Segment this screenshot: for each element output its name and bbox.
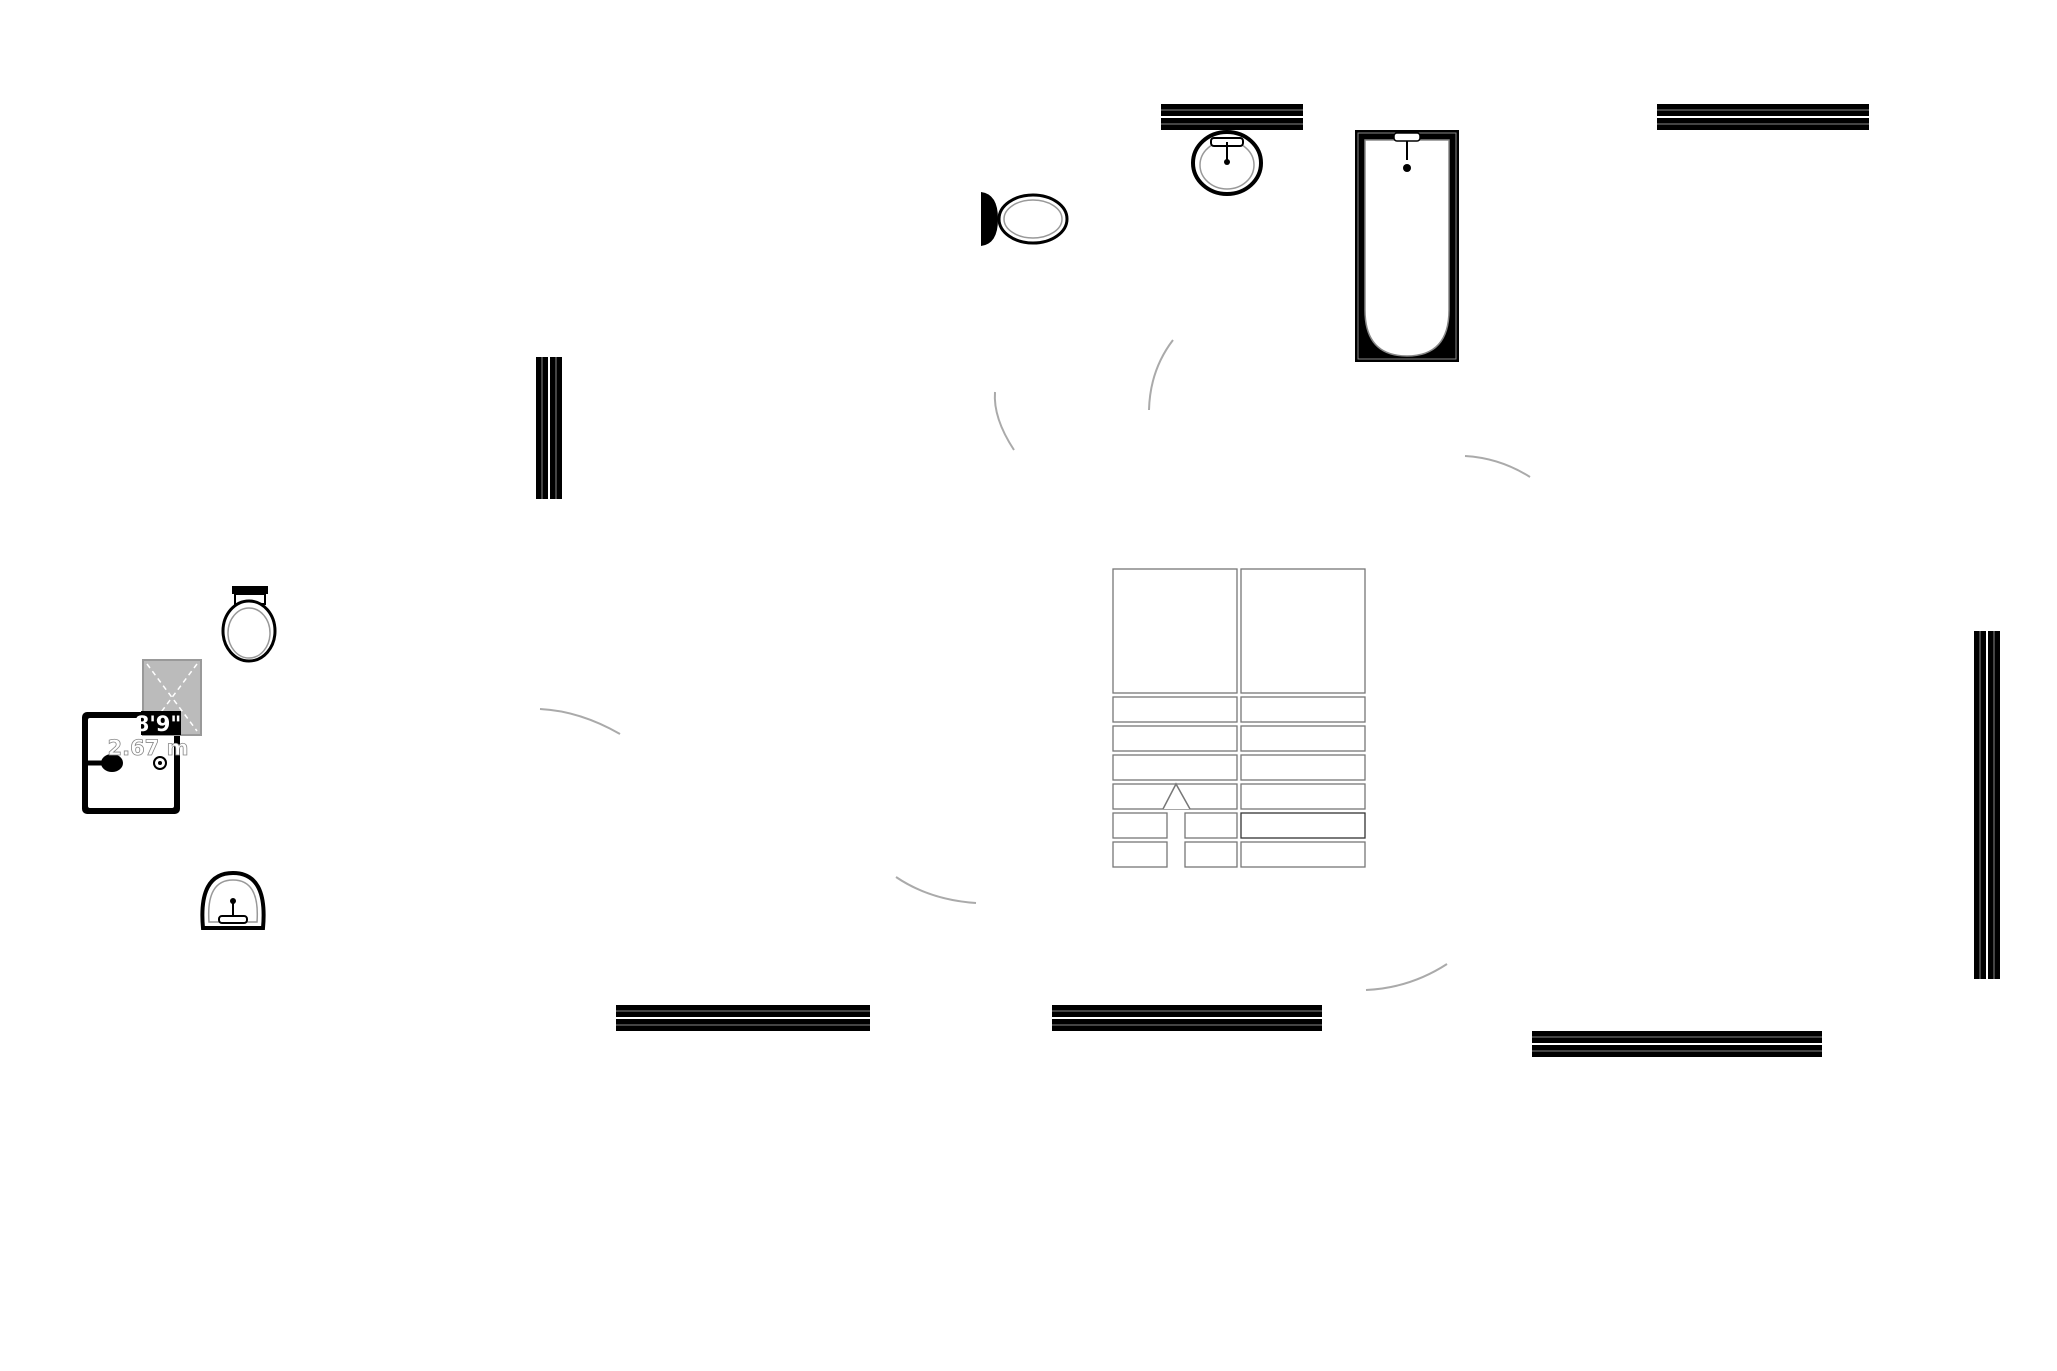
door-swing-arc xyxy=(1365,963,1448,991)
wall-top-right xyxy=(1657,104,1869,130)
stair-landing xyxy=(1240,568,1366,694)
stair-tread xyxy=(1240,754,1366,781)
wall-bottom-center xyxy=(1052,1005,1322,1031)
stair-tread xyxy=(1184,841,1238,868)
stair-tread xyxy=(1184,812,1238,839)
dimension-metric: 2.67 m xyxy=(107,736,188,760)
stair-tread xyxy=(1240,696,1366,723)
stair-tread xyxy=(1240,725,1366,752)
wall-bottom-right xyxy=(1532,1031,1822,1057)
toilet-icon xyxy=(981,192,1069,246)
wall-top-center xyxy=(1161,104,1303,130)
door-swing-arc xyxy=(1464,455,1531,478)
stair-tread xyxy=(1112,696,1238,723)
stair-up-arrow xyxy=(1162,782,1191,810)
dimension-marker xyxy=(141,659,202,736)
door-swings xyxy=(539,339,1531,991)
bathtub-icon xyxy=(1355,130,1459,362)
stair-tread xyxy=(1112,754,1238,781)
walls xyxy=(536,104,2000,1057)
door-swing-arc xyxy=(993,391,1015,451)
shower-icon xyxy=(82,712,180,814)
wall-bottom-left xyxy=(616,1005,870,1031)
wall-right-vertical xyxy=(1974,631,2000,979)
stair-tread xyxy=(1112,725,1238,752)
toilet-icon xyxy=(221,586,277,663)
stair-tread xyxy=(1112,812,1168,839)
door-swing-arc xyxy=(1148,339,1174,411)
sink-icon xyxy=(200,870,266,930)
dimension-imperial: 8'9" xyxy=(135,712,182,736)
stair-tread xyxy=(1112,841,1168,868)
stair-tread xyxy=(1240,812,1366,839)
stair-tread xyxy=(1240,783,1366,810)
staircase xyxy=(1112,568,1366,868)
door-swing-arc xyxy=(539,708,621,735)
door-swing-arc xyxy=(895,876,977,904)
sink-icon xyxy=(1191,130,1263,196)
stair-landing xyxy=(1112,568,1238,694)
stair-tread xyxy=(1240,841,1366,868)
wall-left-vertical xyxy=(536,357,562,499)
